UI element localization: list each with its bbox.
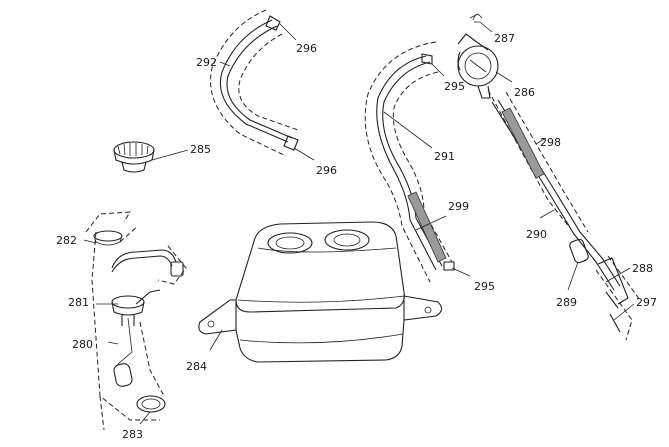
callout-292: 292 — [196, 56, 217, 69]
fuel-cap — [113, 141, 155, 173]
callout-labels: 285 284 296 296 292 291 299 295 295 286 … — [56, 32, 657, 441]
callout-289: 289 — [556, 296, 577, 309]
fuel-sender-assembly — [85, 211, 187, 431]
leader-lines — [83, 21, 635, 425]
callout-287: 287 — [494, 32, 515, 45]
callout-280: 280 — [72, 338, 93, 351]
callout-285: 285 — [190, 143, 211, 156]
callout-291: 291 — [434, 150, 455, 163]
callout-283: 283 — [122, 428, 143, 441]
callout-290: 290 — [526, 228, 547, 241]
fuel-tank — [198, 221, 443, 363]
callout-295-top: 295 — [444, 80, 465, 93]
callout-281: 281 — [68, 296, 89, 309]
callout-297: 297 — [636, 296, 657, 309]
callout-284: 284 — [186, 360, 207, 373]
hose-291 — [364, 41, 455, 283]
callout-296-bottom: 296 — [316, 164, 337, 177]
hose-292 — [210, 9, 299, 157]
callout-298: 298 — [540, 136, 561, 149]
callout-288: 288 — [632, 262, 653, 275]
callout-296-top: 296 — [296, 42, 317, 55]
callout-286: 286 — [514, 86, 535, 99]
fuel-valve-line — [457, 13, 641, 341]
callout-282: 282 — [56, 234, 77, 247]
callout-295-bottom: 295 — [474, 280, 495, 293]
callout-299: 299 — [448, 200, 469, 213]
